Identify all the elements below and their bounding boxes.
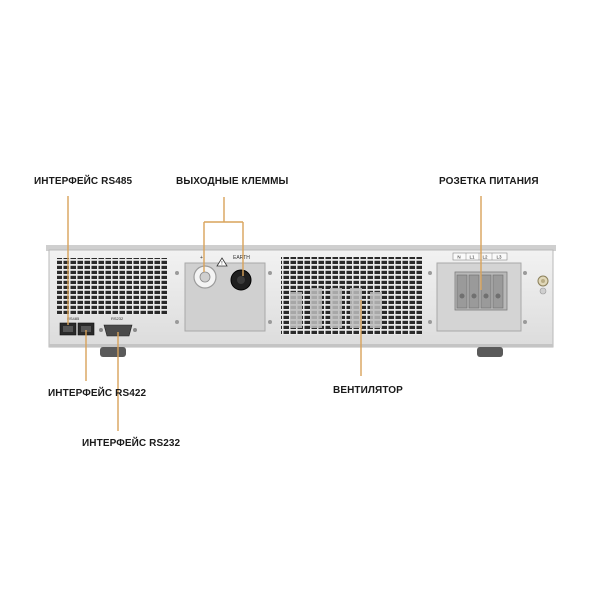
comm-ports: RS485 RS232 (59, 316, 137, 337)
foot-left (100, 347, 126, 357)
rs485-port-mark: RS485 (67, 316, 80, 321)
power-terminal-block[interactable] (454, 271, 508, 311)
rs485-label: ИНТЕРФЕЙС RS485 (34, 176, 133, 187)
rs232-label: ИНТЕРФЕЙС RS232 (82, 438, 181, 449)
vent-left (57, 258, 167, 315)
rs232-port[interactable] (99, 324, 137, 337)
ground-screw[interactable] (537, 275, 549, 295)
fan-label: ВЕНТИЛЯТОР (333, 385, 403, 396)
power-pin-n: N (457, 255, 460, 260)
fan-vent (281, 257, 422, 335)
rs422-label: ИНТЕРФЕЙС RS422 (48, 388, 147, 399)
output-terminal-plate: ! + EARTH (175, 255, 272, 332)
power-pin-l1: L1 (469, 255, 475, 260)
rs485-port[interactable] (59, 322, 77, 336)
svg-text:!: ! (221, 261, 222, 267)
power-socket-label: РОЗЕТКА ПИТАНИЯ (439, 176, 539, 187)
output-terminals-label: ВЫХОДНЫЕ КЛЕММЫ (176, 176, 289, 187)
foot-right (477, 347, 503, 357)
rs232-port-mark: RS232 (111, 316, 124, 321)
power-socket-plate: N L1 L2 L3 (428, 252, 527, 332)
power-pin-l3: L3 (496, 255, 502, 260)
output-terminal-earth[interactable] (230, 269, 252, 291)
output-terminal-plus[interactable] (193, 265, 217, 289)
annotation-lines (67, 196, 482, 431)
warning-icon (216, 257, 228, 267)
power-pin-l2: L2 (482, 255, 488, 260)
terminal-earth-mark: EARTH (233, 255, 250, 261)
terminal-plus-mark: + (200, 255, 203, 261)
output-terminals-leader (203, 197, 244, 276)
